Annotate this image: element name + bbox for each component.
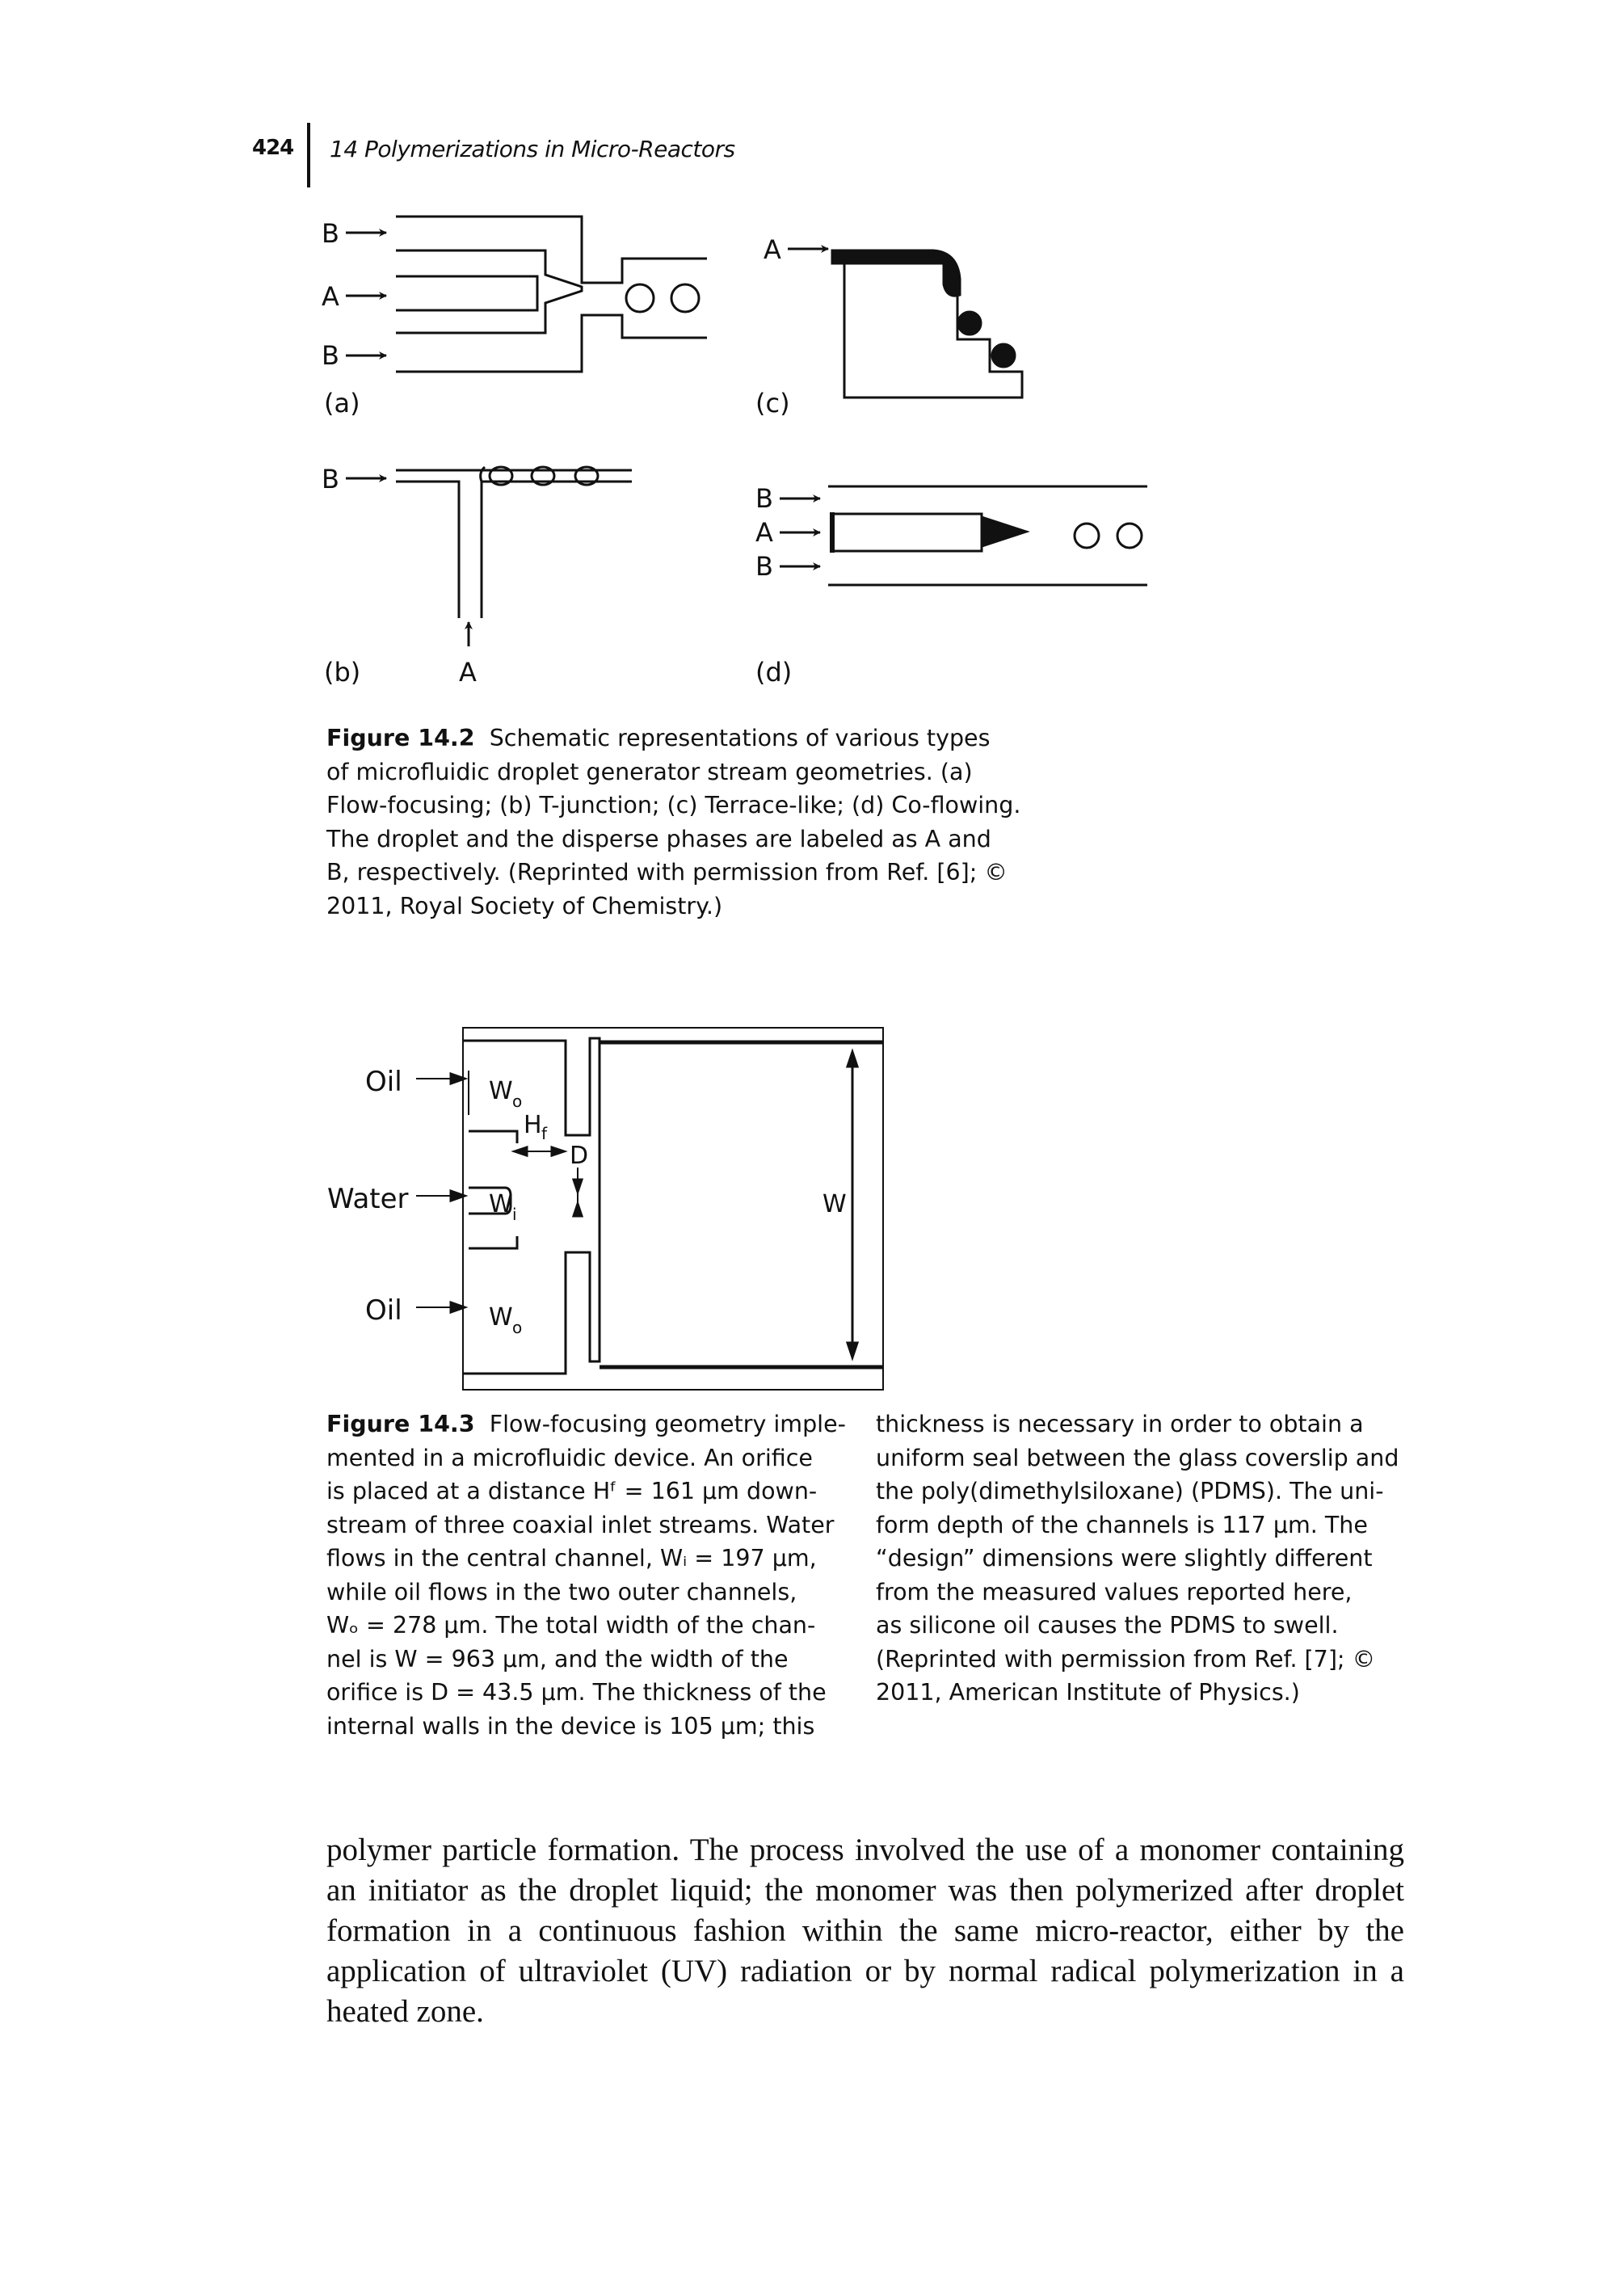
label-hf-sub: f <box>541 1124 548 1143</box>
label-oil-top: Oil <box>365 1066 402 1098</box>
droplet-icon <box>530 465 556 486</box>
caption-line: (Reprinted with permission from Ref. [7]… <box>876 1645 1376 1673</box>
panel-d-inlet-b-top: B <box>755 483 773 514</box>
label-hf: H <box>524 1111 542 1139</box>
figure-14-3-caption-left: Figure 14.3 Flow-focusing geometry imple… <box>326 1407 846 1743</box>
caption-line: orifice is D = 43.5 µm. The thickness of… <box>326 1679 827 1706</box>
figure-14-3-caption-right: thickness is necessary in order to obtai… <box>876 1407 1401 1710</box>
body-line: an initiator as the droplet liquid; the … <box>326 1873 1404 1908</box>
label-wo-bottom: W <box>489 1303 513 1332</box>
panel-b-label: (b) <box>324 657 360 688</box>
caption-line: of microfluidic droplet generator stream… <box>326 758 973 785</box>
body-line: application of ultraviolet (UV) radiatio… <box>326 1954 1404 1988</box>
caption-line: uniform seal between the glass coverslip… <box>876 1444 1399 1471</box>
figure-14-2-diagram: B A B (a) A (c) B <box>322 215 1147 688</box>
panel-a-inlet-a: A <box>322 281 339 312</box>
panel-d-label: (d) <box>755 657 792 688</box>
panel-b-inlet-b: B <box>322 464 339 494</box>
droplet-icon <box>488 465 514 486</box>
label-wi: W <box>489 1190 513 1218</box>
caption-line: “design” dimensions were slightly differ… <box>876 1545 1373 1572</box>
figure-14-3-label: Figure 14.3 <box>326 1411 475 1437</box>
figure-14-2-label: Figure 14.2 <box>326 725 475 751</box>
droplet-icon <box>1073 522 1100 549</box>
label-oil-bottom: Oil <box>365 1294 402 1327</box>
caption-line: form depth of the channels is 117 µm. Th… <box>876 1511 1368 1538</box>
caption-line: from the measured values reported here, <box>876 1578 1353 1605</box>
droplet-icon <box>574 465 600 486</box>
panel-c-terrace: A <box>764 234 1024 399</box>
label-water: Water <box>327 1183 409 1215</box>
caption-line: Schematic representations of various typ… <box>489 725 991 751</box>
panel-a-inlet-b-top: B <box>322 218 339 249</box>
body-line: heated zone. <box>326 1994 484 2029</box>
panel-d-inlet-a: A <box>755 517 773 548</box>
droplet-icon <box>625 283 655 313</box>
caption-line: the poly(dimethylsiloxane) (PDMS). The u… <box>876 1478 1384 1504</box>
panel-a-inlet-b-bottom: B <box>322 340 339 371</box>
figure-14-3-labels: Oil Water Oil W o H f D W i W o W <box>327 1066 847 1337</box>
caption-line: is placed at a distance Hᶠ = 161 µm down… <box>326 1478 818 1504</box>
label-wo-top: W <box>489 1077 513 1105</box>
caption-line: flows in the central channel, Wᵢ = 197 µ… <box>326 1545 817 1572</box>
caption-line: while oil flows in the two outer channel… <box>326 1578 797 1605</box>
caption-line: The droplet and the disperse phases are … <box>326 825 991 852</box>
droplet-icon <box>1116 522 1143 549</box>
caption-line: nel is W = 963 µm, and the width of the <box>326 1645 789 1673</box>
panel-c-inlet-a: A <box>764 234 781 265</box>
label-wo-bottom-sub: o <box>512 1318 522 1337</box>
panel-d-co-flowing: B A B <box>755 483 1147 587</box>
label-d: D <box>570 1142 588 1170</box>
label-w: W <box>823 1190 847 1218</box>
panel-b-inlet-a: A <box>459 657 477 688</box>
panel-c-label: (c) <box>755 388 790 419</box>
figure-14-2-caption: Figure 14.2 Schematic representations of… <box>326 722 1046 923</box>
caption-line: Flow-focusing; (b) T-junction; (c) Terra… <box>326 792 1021 818</box>
droplet-icon <box>991 343 1016 368</box>
caption-line: 2011, Royal Society of Chemistry.) <box>326 892 723 919</box>
body-line: formation in a continuous fashion within… <box>326 1913 1404 1948</box>
body-line: polymer particle formation. The process … <box>326 1832 1404 1867</box>
header-rule <box>307 123 310 187</box>
caption-line: Flow-focusing geometry imple- <box>489 1411 846 1437</box>
label-wo-top-sub: o <box>512 1092 522 1111</box>
caption-line: B, respectively. (Reprinted with permiss… <box>326 859 1008 886</box>
droplet-icon <box>670 283 701 313</box>
droplet-icon <box>957 310 982 336</box>
body-paragraph: polymer particle formation. The process … <box>326 1830 1404 2032</box>
caption-line: as silicone oil causes the PDMS to swell… <box>876 1612 1339 1639</box>
panel-b-t-junction: B <box>322 464 632 646</box>
caption-line: internal walls in the device is 105 µm; … <box>326 1712 815 1740</box>
figure-14-3-diagram: Oil Water Oil W o H f D W i W o W <box>327 1027 884 1391</box>
label-wi-sub: i <box>512 1205 517 1224</box>
caption-line: thickness is necessary in order to obtai… <box>876 1411 1364 1437</box>
panel-a-flow-focusing: B A B <box>322 215 707 373</box>
panel-a-inlet-labels: B A B <box>322 218 339 371</box>
caption-line: mented in a microfluidic device. An orif… <box>326 1444 813 1471</box>
caption-line: stream of three coaxial inlet streams. W… <box>326 1511 835 1538</box>
panel-d-inlet-b-bottom: B <box>755 551 773 582</box>
caption-line: 2011, American Institute of Physics.) <box>876 1679 1300 1706</box>
caption-line: Wₒ = 278 µm. The total width of the chan… <box>326 1612 816 1639</box>
running-title: 14 Polymerizations in Micro-Reactors <box>330 136 735 162</box>
panel-a-label: (a) <box>324 388 360 419</box>
page-number: 424 <box>252 136 294 160</box>
